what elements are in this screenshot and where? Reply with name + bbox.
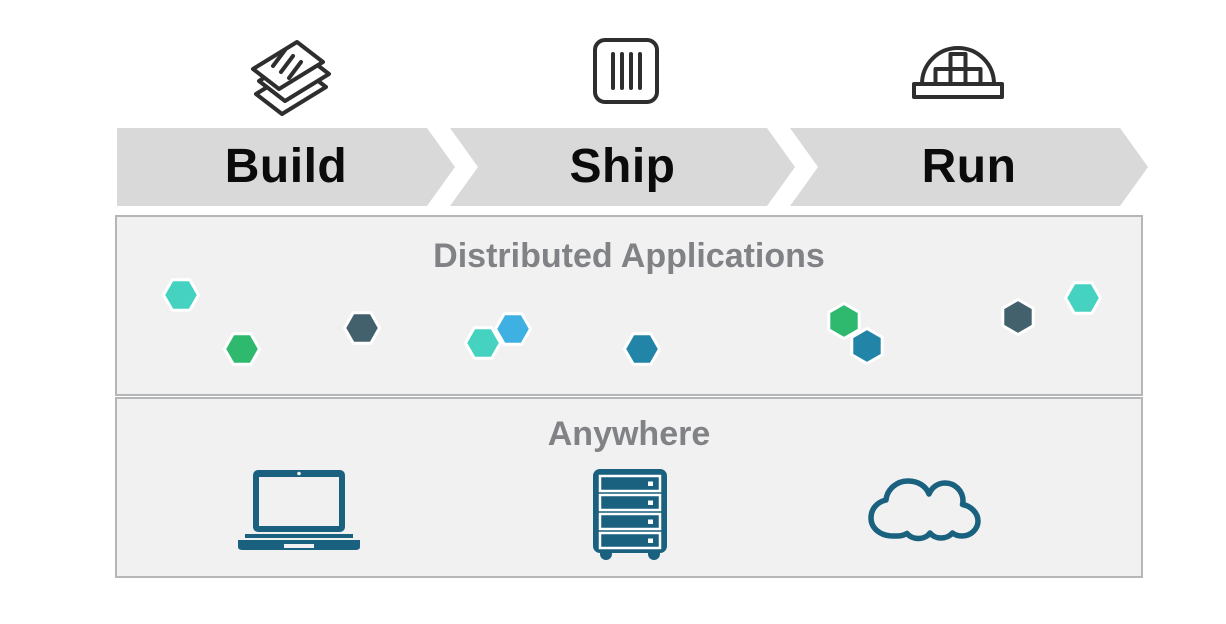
laptop-icon xyxy=(238,470,360,550)
distributed-applications-title: Distributed Applications xyxy=(433,237,825,275)
distributed-applications-panel: Distributed Applications xyxy=(115,215,1143,396)
workflow-step-build: Build xyxy=(117,128,455,206)
step-label-build: Build xyxy=(224,140,348,193)
cloud-icon xyxy=(868,478,981,542)
warehouse-icon xyxy=(912,46,1004,99)
step-label-run: Run xyxy=(921,140,1017,193)
workflow-banner: Build Ship Run xyxy=(117,128,1148,206)
step-label-ship: Ship xyxy=(569,140,676,193)
anywhere-title: Anywhere xyxy=(547,415,711,453)
workflow-step-ship: Ship xyxy=(450,128,795,206)
layers-icon xyxy=(251,40,331,116)
workflow-step-run: Run xyxy=(790,128,1148,206)
server-icon xyxy=(593,469,667,560)
container-icon xyxy=(593,38,659,104)
